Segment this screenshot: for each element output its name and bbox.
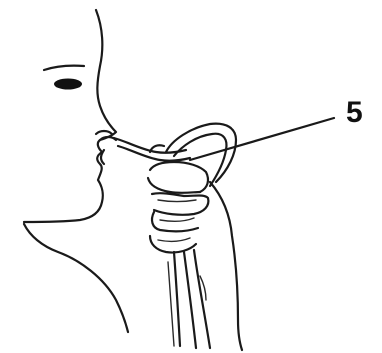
callout-label-5: 5 (346, 98, 363, 128)
face-profile (24, 10, 116, 222)
eye (44, 66, 84, 90)
tubing-harness (148, 162, 208, 253)
neck-outline (24, 182, 242, 350)
hanging-tubes (168, 250, 210, 348)
tubing-loop (166, 124, 236, 186)
